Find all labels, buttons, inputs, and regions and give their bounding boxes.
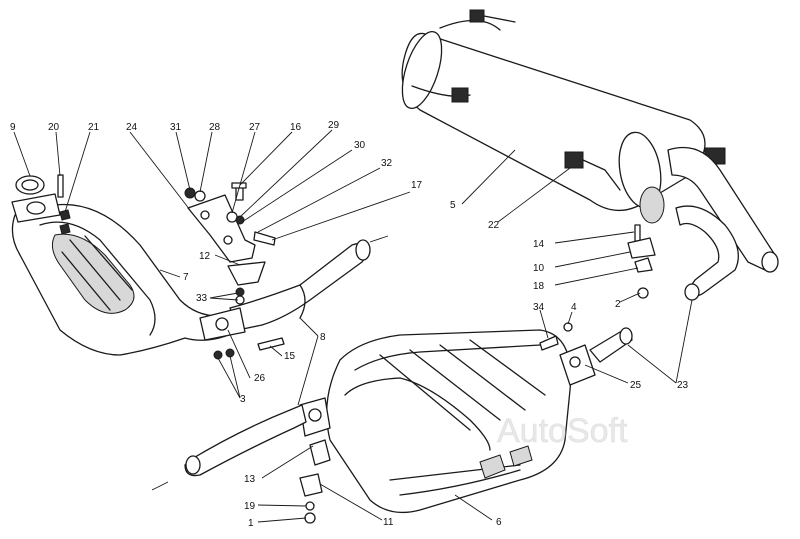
callout-15: 15 (284, 351, 296, 362)
callout-22: 22 (488, 220, 500, 231)
watermark-text: AutoSoft (497, 412, 628, 450)
callout-numbers: 9 20 21 24 31 28 27 16 29 30 32 17 12 7 … (10, 120, 689, 529)
direction-arrows (151, 235, 389, 491)
front-pipe (184, 239, 371, 477)
clamps-and-hardware (299, 224, 656, 524)
bracket-assembly (184, 182, 285, 360)
callout-25: 25 (630, 380, 642, 391)
rubber-mount-rear-c (564, 151, 584, 169)
callout-4: 4 (571, 302, 577, 313)
callout-14: 14 (533, 239, 545, 250)
callout-34: 34 (533, 302, 545, 313)
callout-28: 28 (209, 122, 221, 133)
rubber-mount-rear-a (451, 87, 469, 103)
callout-20: 20 (48, 122, 60, 133)
callout-5: 5 (450, 200, 456, 211)
callout-7: 7 (183, 272, 189, 283)
callout-11: 11 (383, 517, 394, 528)
callout-33: 33 (196, 293, 208, 304)
callout-23: 23 (677, 380, 689, 391)
rubber-mount-rear-b (469, 9, 485, 23)
callout-16: 16 (290, 122, 302, 133)
callout-21: 21 (88, 122, 100, 133)
callout-8: 8 (320, 332, 326, 343)
callout-12: 12 (199, 251, 211, 262)
callout-19: 19 (244, 501, 256, 512)
front-muffler (299, 329, 596, 514)
callout-30: 30 (354, 140, 366, 151)
callout-1: 1 (248, 518, 254, 529)
callout-18: 18 (533, 281, 545, 292)
catalytic-converter (11, 174, 241, 356)
callout-17: 17 (411, 180, 423, 191)
callout-27: 27 (249, 122, 261, 133)
callout-29: 29 (328, 120, 340, 131)
callout-24: 24 (126, 122, 138, 133)
callout-31: 31 (170, 122, 182, 133)
leader-lines (13, 129, 693, 523)
callout-6: 6 (496, 517, 502, 528)
callout-9: 9 (10, 122, 16, 133)
intermediate-pipe (589, 205, 739, 363)
rear-muffler (401, 9, 779, 273)
callout-10: 10 (533, 263, 545, 274)
callout-13: 13 (244, 474, 256, 485)
callout-3: 3 (240, 394, 246, 405)
callout-2: 2 (615, 299, 621, 310)
callout-26: 26 (254, 373, 266, 384)
callout-32: 32 (381, 158, 393, 169)
